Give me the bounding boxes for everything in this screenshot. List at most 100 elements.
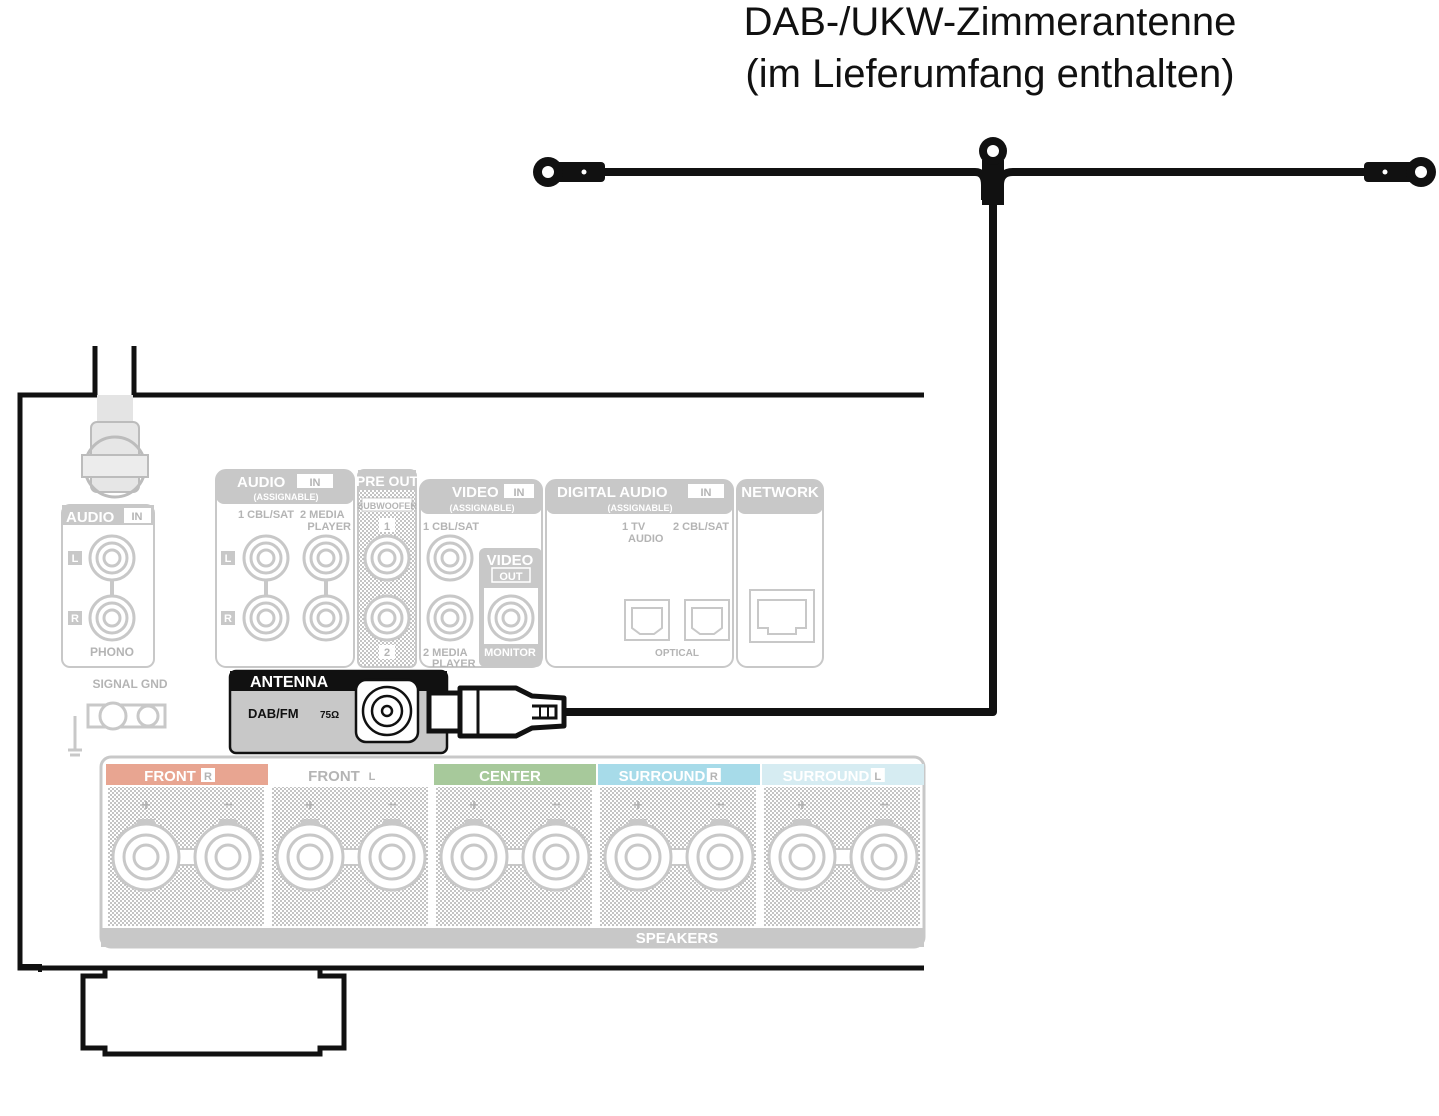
- optical-port-1: [624, 599, 670, 641]
- audio-in-col2a: 2 MEDIA: [300, 509, 345, 521]
- speaker-polarity-label: +: [141, 797, 150, 814]
- audio-in-header: AUDIO: [237, 474, 286, 491]
- antenna-plug: [426, 685, 567, 739]
- digital-audio-section: DIGITAL AUDIO IN (ASSIGNABLE) 1 TV AUDIO…: [545, 479, 734, 668]
- speaker-terminal-minus: −: [193, 797, 263, 892]
- speaker-polarity-label: −: [551, 797, 560, 814]
- video-in-col1: 1 CBL/SAT: [423, 521, 479, 533]
- digital-audio-col1b: AUDIO: [628, 533, 664, 545]
- speaker-terminal-plus: +: [439, 797, 509, 892]
- phono-label: PHONO: [90, 645, 134, 659]
- video-out-label: MONITOR: [484, 647, 536, 659]
- speaker-polarity-label: +: [305, 797, 314, 814]
- optical-port-2: [684, 599, 730, 641]
- audio-in-2l-jack: [302, 534, 350, 582]
- pre-out-1: 1: [384, 521, 390, 533]
- speaker-channel-side: R: [710, 771, 718, 783]
- speaker-channel-2: FRONT L + −: [270, 764, 432, 926]
- speaker-polarity-label: +: [797, 797, 806, 814]
- speaker-channel-5: SURROUND L + −: [762, 764, 924, 926]
- phono-input-section: AUDIO IN L R PHONO: [61, 504, 155, 668]
- speaker-polarity-label: −: [879, 797, 888, 814]
- antenna-center-hub: [982, 160, 1004, 205]
- video-in-1-jack: [426, 534, 474, 582]
- monitor-out-jack: [487, 594, 535, 642]
- video-in-sub: (ASSIGNABLE): [450, 503, 515, 513]
- audio-in-col1: 1 CBL/SAT: [238, 509, 294, 521]
- speaker-channel-name: SURROUND: [619, 768, 706, 785]
- speaker-channel-name: CENTER: [479, 768, 541, 785]
- subwoofer-2-jack: [363, 594, 411, 642]
- speaker-polarity-label: −: [387, 797, 396, 814]
- speaker-terminal-plus: +: [111, 797, 181, 892]
- signal-gnd-label: SIGNAL GND: [92, 677, 167, 691]
- phono-header-tag: IN: [132, 511, 143, 523]
- antenna-cable: [560, 200, 997, 716]
- video-out-header: VIDEO: [487, 552, 534, 569]
- pre-out-sub: SUBWOOFER: [357, 501, 417, 511]
- signal-gnd-terminal: SIGNAL GND: [68, 677, 168, 757]
- antenna-right-eyelet: [1364, 157, 1436, 187]
- digital-audio-header: DIGITAL AUDIO: [557, 484, 668, 501]
- audio-in-2r-jack: [302, 594, 350, 642]
- antenna-label: DAB/FM: [248, 706, 299, 721]
- video-in-header-tag: IN: [514, 487, 525, 499]
- phono-channel-r: R: [71, 613, 79, 625]
- audio-in-channel-l: L: [225, 553, 232, 565]
- dipole-antenna: [533, 137, 1436, 716]
- audio-in-col2b: PLAYER: [307, 521, 351, 533]
- audio-in-1r-jack: [242, 594, 290, 642]
- pre-out-2: 2: [384, 647, 390, 659]
- antenna-impedance: 75Ω: [320, 710, 339, 721]
- optical-label: OPTICAL: [655, 648, 699, 659]
- speaker-channel-name: FRONT: [144, 768, 196, 785]
- speaker-terminal-minus: −: [685, 797, 755, 892]
- audio-in-header-tag: IN: [310, 477, 321, 489]
- phono-r-jack: [88, 594, 136, 642]
- speaker-polarity-label: −: [715, 797, 724, 814]
- speaker-channel-side: L: [874, 771, 881, 783]
- speaker-channel-header: [434, 764, 596, 785]
- rca-jacks: [88, 534, 535, 642]
- speaker-polarity-label: −: [223, 797, 232, 814]
- digital-audio-col2: 2 CBL/SAT: [673, 521, 729, 533]
- ethernet-port: [749, 589, 815, 643]
- speaker-channel-3: CENTER+ −: [434, 764, 596, 926]
- speaker-polarity-label: +: [469, 797, 478, 814]
- audio-in-sub: (ASSIGNABLE): [254, 492, 319, 502]
- antenna-title-line2: (im Lieferumfang enthalten): [745, 52, 1235, 96]
- antenna-header: ANTENNA: [250, 674, 329, 691]
- digital-audio-header-tag: IN: [701, 487, 712, 499]
- subwoofer-1-jack: [363, 534, 411, 582]
- antenna-title-line1: DAB-/UKW-Zimmerantenne: [743, 0, 1237, 44]
- antenna-terminal-section: ANTENNA DAB/FM 75Ω: [228, 669, 449, 755]
- speaker-terminal-plus: +: [275, 797, 345, 892]
- phono-l-jack: [88, 534, 136, 582]
- audio-in-channel-r: R: [224, 613, 232, 625]
- audio-in-1l-jack: [242, 534, 290, 582]
- speaker-channel-header: [270, 764, 432, 785]
- pre-out-header: PRE OUT: [356, 473, 419, 489]
- digital-audio-sub: (ASSIGNABLE): [608, 503, 673, 513]
- speaker-channel-1: FRONT R + −: [106, 764, 268, 926]
- speaker-terminal-minus: −: [521, 797, 591, 892]
- video-in-header: VIDEO: [452, 484, 499, 501]
- speaker-channel-name: FRONT: [308, 768, 360, 785]
- speaker-channel-side: R: [204, 771, 212, 783]
- speaker-terminal-plus: +: [603, 797, 673, 892]
- speaker-terminal-minus: −: [357, 797, 427, 892]
- network-header: NETWORK: [741, 484, 819, 501]
- speaker-channel-side: L: [369, 771, 376, 783]
- speakers-label: SPEAKERS: [636, 930, 719, 947]
- phono-channel-l: L: [72, 553, 79, 565]
- receiver-rear-panel: [17, 346, 924, 1057]
- digital-audio-col1a: 1 TV: [622, 521, 646, 533]
- video-in-col2a: 2 MEDIA: [423, 647, 468, 659]
- speaker-polarity-label: +: [633, 797, 642, 814]
- video-in-col2b: PLAYER: [432, 658, 476, 670]
- speaker-channel-name: SURROUND: [783, 768, 870, 785]
- speaker-channel-header: [106, 764, 268, 785]
- speaker-terminal-minus: −: [849, 797, 919, 892]
